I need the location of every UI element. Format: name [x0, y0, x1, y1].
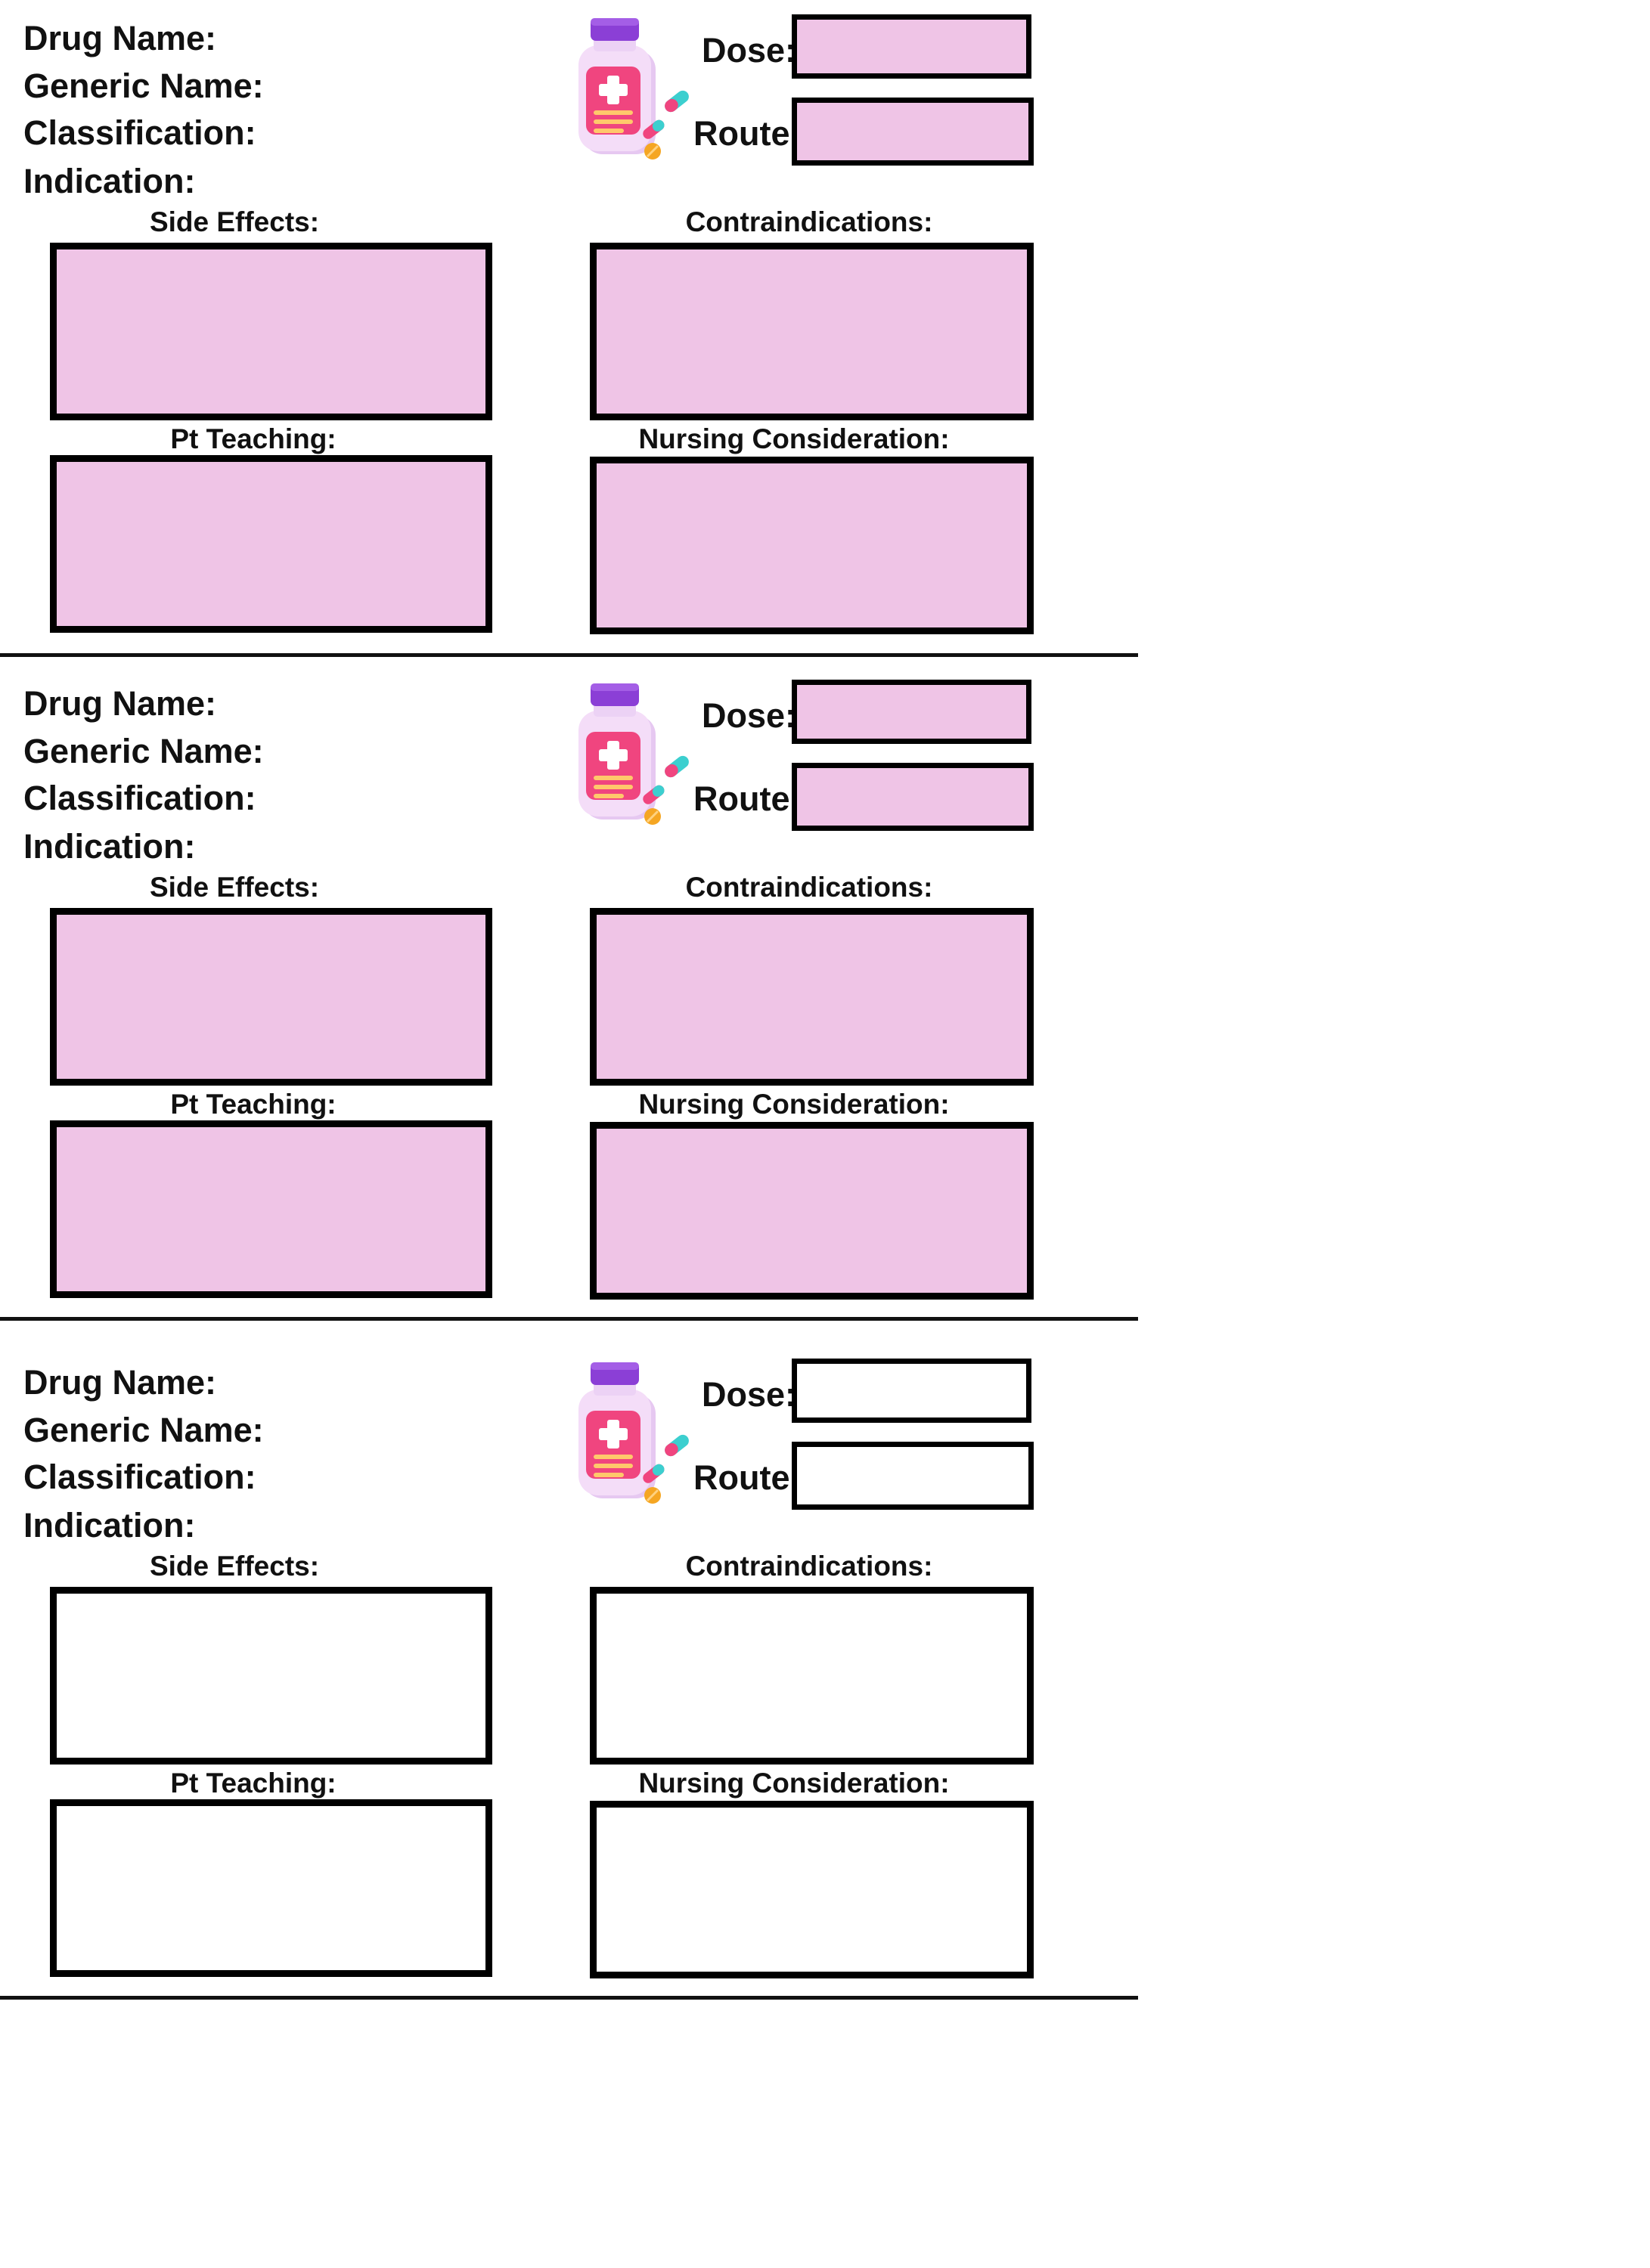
- drug-name-label: Drug Name:: [23, 1363, 217, 1402]
- generic-name-label: Generic Name:: [23, 1411, 264, 1449]
- drug-name-label: Drug Name:: [23, 19, 217, 57]
- card-divider: [0, 1317, 1138, 1321]
- card-divider: [0, 1996, 1138, 2000]
- route-label: Route:: [693, 779, 802, 818]
- route-label: Route:: [693, 1458, 802, 1497]
- side-effects-label: Side Effects:: [149, 872, 320, 903]
- medicine-bottle-icon: [571, 17, 699, 160]
- nursing-consideration-box[interactable]: [590, 1122, 1034, 1300]
- classification-label: Classification:: [23, 113, 256, 152]
- contraindications-box[interactable]: [590, 243, 1034, 420]
- classification-label: Classification:: [23, 1458, 256, 1496]
- contraindications-box[interactable]: [590, 908, 1034, 1086]
- dose-input-box[interactable]: [792, 14, 1031, 79]
- route-input-box[interactable]: [792, 98, 1034, 166]
- indication-label: Indication:: [23, 827, 196, 866]
- contraindications-label: Contraindications:: [685, 206, 933, 237]
- drug-card-1: Drug Name: Generic Name: Classification:…: [0, 0, 1138, 665]
- medicine-bottle-icon: [571, 1361, 699, 1504]
- route-input-box[interactable]: [792, 763, 1034, 831]
- contraindications-label: Contraindications:: [685, 872, 933, 903]
- dose-input-box[interactable]: [792, 1359, 1031, 1423]
- side-effects-box[interactable]: [50, 243, 492, 420]
- nursing-consideration-label: Nursing Consideration:: [638, 1089, 950, 1120]
- pt-teaching-box[interactable]: [50, 1120, 492, 1298]
- pt-teaching-label: Pt Teaching:: [170, 423, 337, 454]
- contraindications-label: Contraindications:: [685, 1551, 933, 1582]
- generic-name-label: Generic Name:: [23, 67, 264, 105]
- route-input-box[interactable]: [792, 1442, 1034, 1510]
- indication-label: Indication:: [23, 1506, 196, 1545]
- nursing-consideration-box[interactable]: [590, 1801, 1034, 1978]
- card-divider: [0, 653, 1138, 657]
- route-label: Route:: [693, 114, 802, 153]
- generic-name-label: Generic Name:: [23, 732, 264, 770]
- side-effects-label: Side Effects:: [149, 206, 320, 237]
- dose-label: Dose:: [702, 1375, 797, 1414]
- medicine-bottle-icon: [571, 682, 699, 826]
- side-effects-box[interactable]: [50, 1587, 492, 1765]
- contraindications-box[interactable]: [590, 1587, 1034, 1765]
- nursing-consideration-box[interactable]: [590, 457, 1034, 634]
- side-effects-label: Side Effects:: [149, 1551, 320, 1582]
- drug-card-2: Drug Name: Generic Name: Classification:…: [0, 665, 1138, 1331]
- dose-label: Dose:: [702, 696, 797, 735]
- dose-label: Dose:: [702, 31, 797, 70]
- pt-teaching-box[interactable]: [50, 455, 492, 633]
- nursing-consideration-label: Nursing Consideration:: [638, 1768, 950, 1799]
- pt-teaching-label: Pt Teaching:: [170, 1089, 337, 1120]
- drug-name-label: Drug Name:: [23, 684, 217, 723]
- dose-input-box[interactable]: [792, 680, 1031, 744]
- indication-label: Indication:: [23, 162, 196, 200]
- side-effects-box[interactable]: [50, 908, 492, 1086]
- drug-card-3: Drug Name: Generic Name: Classification:…: [0, 1344, 1138, 2009]
- pt-teaching-box[interactable]: [50, 1799, 492, 1977]
- nursing-consideration-label: Nursing Consideration:: [638, 423, 950, 454]
- pt-teaching-label: Pt Teaching:: [170, 1768, 337, 1799]
- classification-label: Classification:: [23, 779, 256, 817]
